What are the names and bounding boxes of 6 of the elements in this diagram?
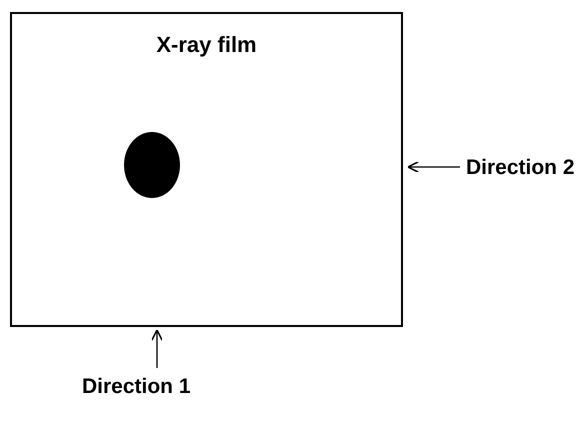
direction-label: Direction 1 (82, 370, 242, 402)
film-title: X-ray film (156, 34, 257, 56)
arrow (151, 329, 163, 368)
arrow (407, 161, 460, 173)
direction-label: Direction 2 (466, 151, 576, 183)
film-box (10, 12, 403, 327)
